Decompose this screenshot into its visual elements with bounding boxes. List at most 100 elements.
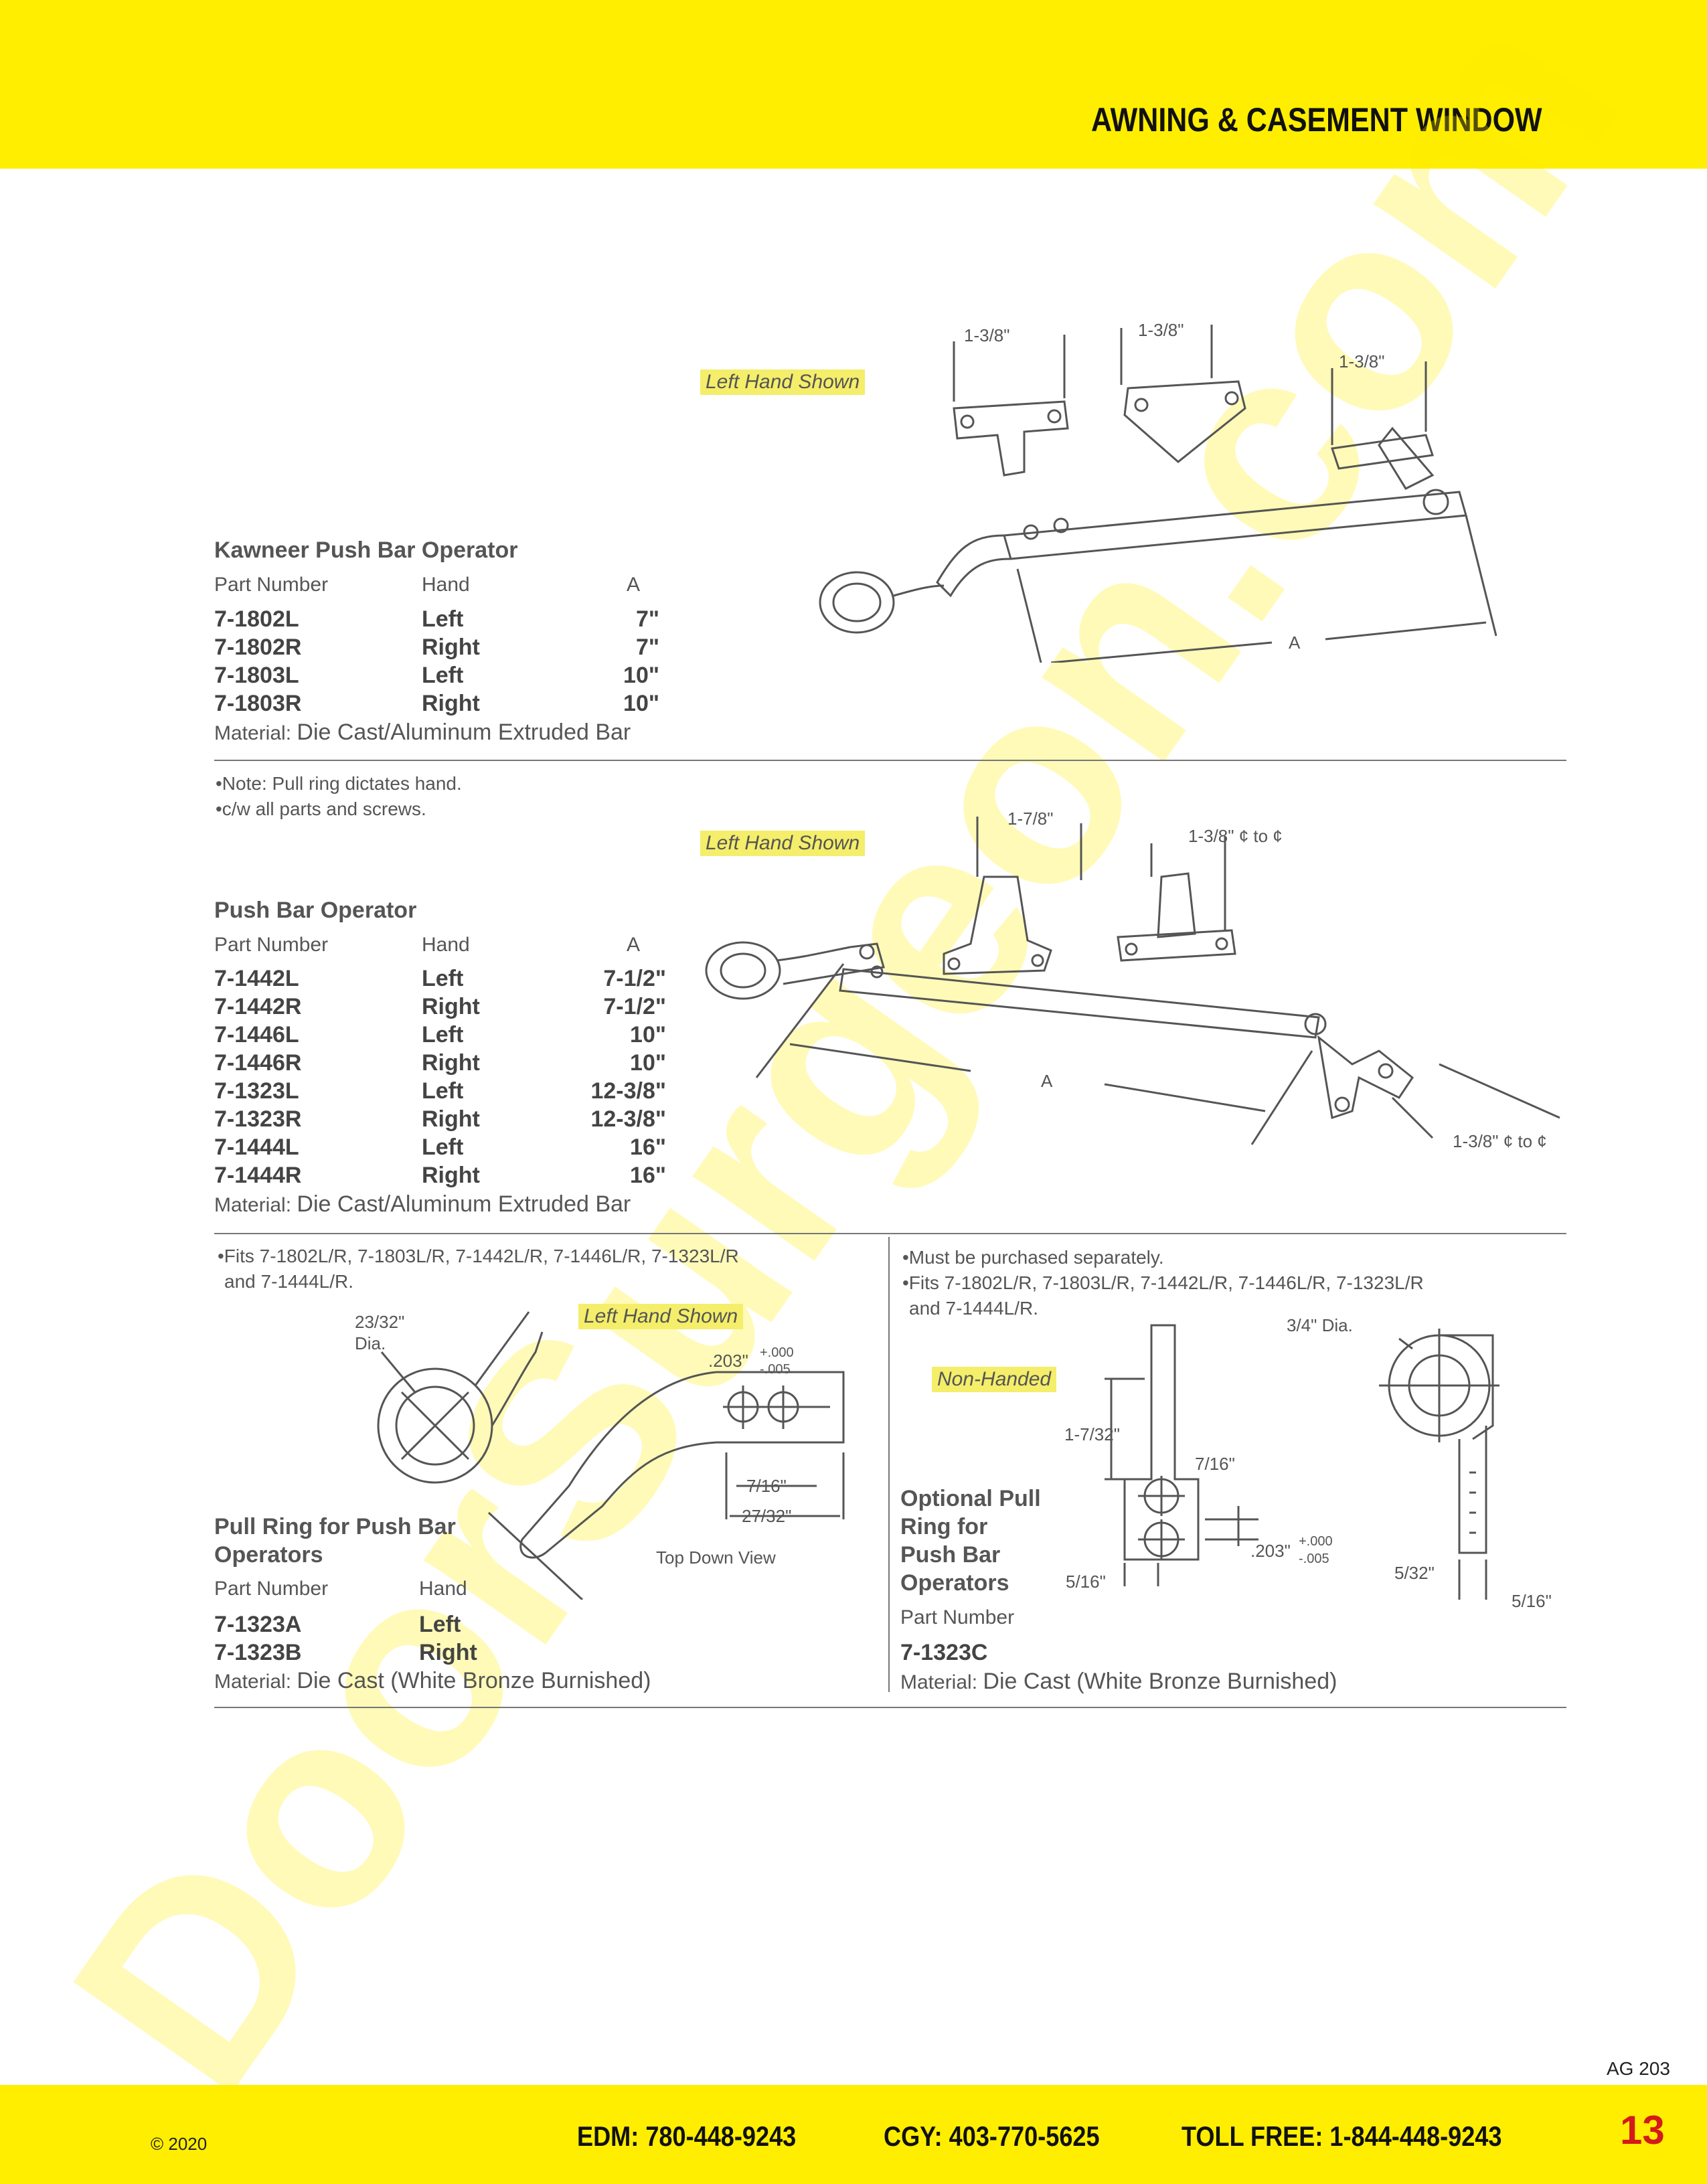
- part-number: 7-1803L: [214, 663, 299, 688]
- left-hand-shown-label: Left Hand Shown: [700, 369, 866, 395]
- column-header: A: [627, 574, 641, 596]
- page-number: 13: [1620, 2108, 1665, 2153]
- document-code: AG 203: [1607, 2058, 1670, 2079]
- material-value: Die Cast (White Bronze Burnished): [983, 1669, 1337, 1694]
- part-hand: Left: [419, 1612, 461, 1637]
- material-value: Die Cast (White Bronze Burnished): [297, 1668, 651, 1693]
- part-number: 7-1323C: [900, 1640, 988, 1665]
- section-title: Push Bar Operator: [214, 898, 417, 923]
- optional-pull-ring-drawing: [1058, 1312, 1566, 1620]
- dim-tolerance: -.005: [760, 1362, 791, 1377]
- dim-tolerance: +.000: [1299, 1534, 1333, 1549]
- column-header: Part Number: [214, 1578, 329, 1600]
- part-hand: Left: [422, 606, 464, 632]
- material-line: Material: Die Cast (White Bronze Burnish…: [900, 1669, 1337, 1695]
- dim-label: A: [1041, 1071, 1053, 1091]
- dim-label: 1-7/8": [1007, 809, 1054, 829]
- part-number: 7-1446L: [214, 1022, 299, 1047]
- part-number: 7-1444R: [214, 1163, 302, 1188]
- dim-label: 5/32": [1394, 1563, 1435, 1583]
- dim-tolerance: -.005: [1299, 1551, 1329, 1566]
- section-divider: [214, 760, 897, 761]
- column-header: Hand: [422, 934, 470, 956]
- part-a: 16": [630, 1163, 666, 1188]
- dim-label: 1-3/8": [1138, 320, 1184, 340]
- section-title: Operators: [214, 1542, 323, 1568]
- part-a: 7": [635, 606, 659, 632]
- part-a: 10": [623, 691, 659, 716]
- kawneer-operator-drawing: [803, 315, 1506, 677]
- column-header: Part Number: [900, 1606, 1015, 1628]
- section-title: Optional Pull: [900, 1486, 1041, 1511]
- part-number: 7-1323L: [214, 1078, 299, 1104]
- dim-label: 23/32": [355, 1312, 405, 1332]
- note-line: and 7-1444L/R.: [224, 1271, 354, 1292]
- material-line: Material: Die Cast (White Bronze Burnish…: [214, 1668, 651, 1694]
- copyright: © 2020: [151, 2134, 208, 2154]
- cgy-phone: CGY: 403-770-5625: [884, 2120, 1100, 2152]
- push-bar-operator-drawing: [689, 796, 1580, 1171]
- dim-label: 1-3/8": [1339, 351, 1385, 371]
- part-a: 10": [630, 1050, 666, 1076]
- section-title: Operators: [900, 1570, 1009, 1596]
- part-hand: Right: [422, 635, 480, 660]
- material-label: Material:: [214, 722, 292, 744]
- dim-label: A: [1289, 633, 1301, 653]
- part-number: 7-1323R: [214, 1106, 302, 1132]
- part-number: 7-1442R: [214, 994, 302, 1019]
- part-hand: Right: [422, 1050, 480, 1076]
- part-hand: Left: [422, 1135, 464, 1160]
- note-line: •Must be purchased separately.: [902, 1247, 1164, 1268]
- dim-label: 27/32": [742, 1506, 792, 1526]
- left-hand-shown-label: Left Hand Shown: [700, 831, 866, 856]
- part-hand: Right: [422, 1106, 480, 1132]
- part-hand: Right: [422, 691, 480, 716]
- dim-label: 1-3/8" ¢ to ¢: [1453, 1131, 1547, 1151]
- part-hand: Left: [422, 1078, 464, 1104]
- part-hand: Right: [422, 1163, 480, 1188]
- pull-ring-drawing: [361, 1292, 857, 1601]
- toll-free-phone: TOLL FREE: 1-844-448-9243: [1182, 2120, 1502, 2152]
- note-line: •Note: Pull ring dictates hand.: [216, 773, 462, 794]
- column-divider: [888, 1237, 890, 1692]
- material-label: Material:: [900, 1671, 978, 1693]
- material-line: Material: Die Cast/Aluminum Extruded Bar: [214, 720, 631, 746]
- material-value: Die Cast/Aluminum Extruded Bar: [297, 1191, 631, 1217]
- footer-band: [0, 2085, 1707, 2184]
- dim-label: 1-3/8" ¢ to ¢: [1188, 826, 1283, 846]
- section-divider: [897, 760, 1566, 761]
- part-hand: Left: [422, 663, 464, 688]
- section-title: Pull Ring for Push Bar: [214, 1514, 456, 1539]
- part-a: 10": [623, 663, 659, 688]
- dim-label: .203": [708, 1351, 748, 1371]
- dim-label: 5/16": [1512, 1591, 1552, 1611]
- part-number: 7-1323A: [214, 1612, 302, 1637]
- note-line: •Fits 7-1802L/R, 7-1803L/R, 7-1442L/R, 7…: [218, 1246, 739, 1266]
- dim-label: 3/4" Dia.: [1287, 1315, 1353, 1335]
- section-title: Push Bar: [900, 1542, 1001, 1568]
- column-header: Hand: [422, 574, 470, 596]
- part-a: 16": [630, 1135, 666, 1160]
- dim-label: Dia.: [355, 1333, 386, 1353]
- note-line: •Fits 7-1802L/R, 7-1803L/R, 7-1442L/R, 7…: [902, 1272, 1424, 1293]
- part-number: 7-1802R: [214, 635, 302, 660]
- part-hand: Right: [419, 1640, 477, 1665]
- part-number: 7-1444L: [214, 1135, 299, 1160]
- dim-label: 1-7/32": [1064, 1424, 1120, 1444]
- part-number: 7-1446R: [214, 1050, 302, 1076]
- part-number: 7-1442L: [214, 966, 299, 991]
- part-number: 7-1803R: [214, 691, 302, 716]
- dim-label: 1-3/8": [964, 325, 1010, 345]
- left-hand-shown-label: Left Hand Shown: [578, 1304, 744, 1329]
- part-a: 12-3/8": [590, 1078, 666, 1104]
- section-title: Ring for: [900, 1514, 988, 1539]
- non-handed-label: Non-Handed: [932, 1367, 1057, 1392]
- section-divider: [214, 1233, 1566, 1234]
- part-a: 7-1/2": [603, 966, 666, 991]
- view-caption: Top Down View: [656, 1547, 776, 1568]
- header-band: [0, 0, 1707, 169]
- dim-tolerance: +.000: [760, 1345, 794, 1360]
- material-label: Material:: [214, 1194, 292, 1216]
- material-line: Material: Die Cast/Aluminum Extruded Bar: [214, 1191, 631, 1217]
- note-line: and 7-1444L/R.: [909, 1298, 1039, 1319]
